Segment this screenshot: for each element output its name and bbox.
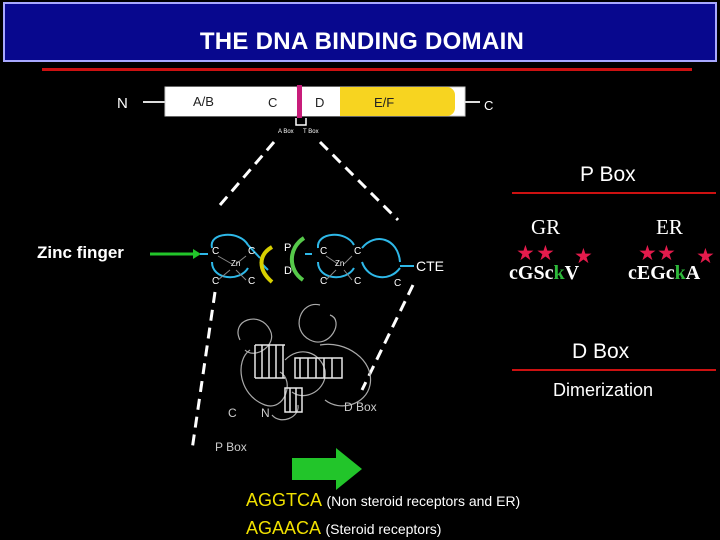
er-seq-a: c — [628, 262, 637, 284]
sequence-row-2: AGAACA (Steroid receptors) — [246, 518, 441, 539]
t-box-label: T Box — [303, 129, 319, 135]
sequence-1-note: (Non steroid receptors and ER) — [326, 493, 521, 509]
er-seq-b: EGc — [636, 262, 675, 284]
er-star-3-icon: ★ — [696, 245, 715, 268]
structure-d-box-label: D Box — [344, 400, 377, 414]
gr-star-1-icon: ★ — [516, 242, 535, 265]
zf1-zn: Zn — [231, 259, 241, 268]
n-terminal-label: N — [117, 95, 128, 112]
segment-ab-label: A/B — [193, 94, 214, 109]
a-box-label: A Box — [278, 129, 294, 135]
gr-star-2-icon: ★ — [536, 242, 555, 265]
zinc-finger-label: Zinc finger — [37, 243, 124, 262]
sequence-1: AGGTCA — [246, 490, 323, 510]
er-star-2-icon: ★ — [657, 242, 676, 265]
er-seq-c: k — [674, 262, 686, 284]
cte-label: CTE — [416, 258, 444, 274]
er-seq-d: A — [685, 262, 701, 284]
dimerization-label: Dimerization — [553, 380, 654, 400]
structure-n-label: N — [261, 406, 270, 420]
gr-seq-c: k — [553, 262, 565, 284]
segment-d-label: D — [315, 95, 325, 110]
d-box-title: D Box — [572, 340, 630, 363]
gr-sequence: cGSckV — [509, 262, 579, 285]
gr-label: GR — [531, 215, 561, 239]
segment-d — [302, 87, 340, 116]
zf1-c-bottom-right: C — [248, 276, 256, 287]
p-box-title: P Box — [580, 163, 636, 186]
title-bar: THE DNA BINDING DOMAIN — [3, 2, 717, 62]
title-divider — [42, 68, 692, 71]
zf2-c-tail: C — [394, 278, 402, 289]
zf2-c-bottom-right: C — [354, 276, 362, 287]
zf2-c-bottom-left: C — [320, 276, 328, 287]
zf2-zn: Zn — [335, 259, 345, 268]
structure-c-label: C — [228, 406, 237, 420]
segment-ef-label: E/F — [374, 95, 395, 110]
page-title: THE DNA BINDING DOMAIN — [199, 28, 525, 55]
segment-c — [248, 87, 296, 116]
zf2-c-top-right: C — [354, 246, 362, 257]
sequence-2-note: (Steroid receptors) — [325, 521, 442, 537]
zf-p-label: P — [284, 242, 292, 254]
gr-seq-a: c — [509, 262, 518, 284]
segment-ab — [166, 87, 248, 116]
gr-star-3-icon: ★ — [574, 245, 593, 268]
er-label: ER — [656, 215, 683, 239]
zf1-c-bottom-left: C — [212, 276, 220, 287]
er-sequence: cEGckA — [628, 262, 700, 285]
zf-d-label: D — [284, 265, 292, 277]
segment-ef — [340, 87, 455, 116]
zf1-c-top-left: C — [212, 246, 220, 257]
structure-p-box-label: P Box — [215, 440, 247, 454]
gr-seq-b: GSc — [517, 262, 554, 284]
gr-seq-d: V — [564, 262, 580, 284]
sequence-2: AGAACA — [246, 518, 322, 538]
er-star-1-icon: ★ — [638, 242, 657, 265]
segment-c-label: C — [268, 95, 278, 110]
zf1-c-top-right: C — [248, 246, 256, 257]
sequence-row-1: AGGTCA (Non steroid receptors and ER) — [246, 490, 520, 511]
c-terminal-label: C — [484, 98, 494, 113]
zf2-c-top-left: C — [320, 246, 328, 257]
